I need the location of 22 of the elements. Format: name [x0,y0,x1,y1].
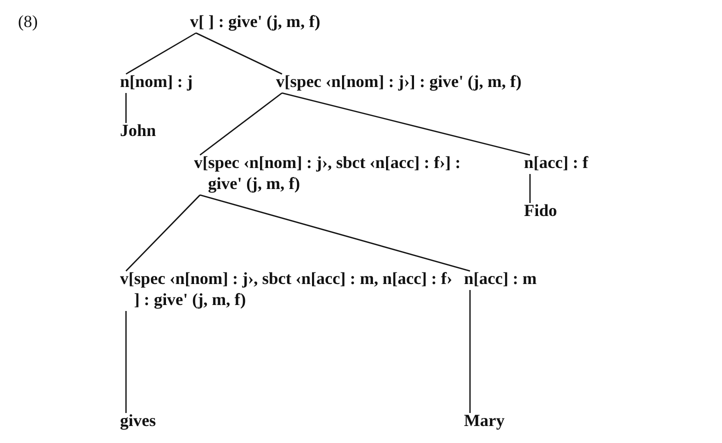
tree-node-label: n[acc] : f [524,152,588,173]
tree-branch [126,194,200,272]
tree-node-label: John [120,120,156,141]
tree-node-label: v[spec ‹n[nom] : j›, sbct ‹n[acc] : f›] : give' (j, m, f) [194,152,488,194]
tree-node-label: n[acc] : m [464,268,537,289]
tree-branch [125,311,127,413]
tree-node-label: Fido [524,200,558,221]
tree-node-label: gives [120,410,156,431]
tree-branch [529,174,531,203]
tree-branch [200,92,282,156]
tree-node-label: v[ ] : give' (j, m, f) [190,11,320,32]
tree-node-label: v[spec ‹n[nom] : j›, sbct ‹n[acc] : m, n[acc] : f› ] : give' (j, m, f) [120,268,454,310]
tree-branch [469,290,471,413]
tree-node-label: Mary [464,410,505,431]
tree-branch [125,93,127,123]
tree-branch [126,32,196,75]
example-number: (8) [18,12,38,32]
tree-branch [200,194,470,272]
tree-node-label: v[spec ‹n[nom] : j›] : give' (j, m, f) [276,71,522,92]
tree-node-label: n[nom] : j [120,71,193,92]
tree-branch [282,92,530,156]
tree-branch [196,32,282,75]
